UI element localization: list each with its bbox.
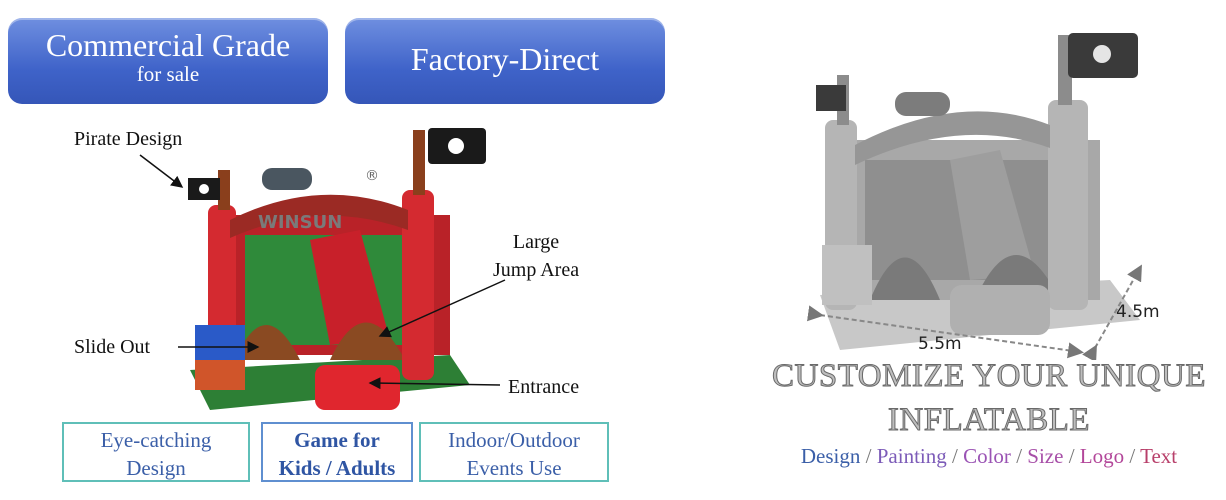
feature-line1: Indoor/Outdoor <box>448 428 580 452</box>
feature-line1: Eye-catching <box>100 428 212 452</box>
pirate-design-label: Pirate Design <box>74 128 183 150</box>
option-design: Design <box>800 444 861 468</box>
separator: / <box>1129 444 1136 468</box>
option-logo: Logo <box>1079 444 1125 468</box>
badge-main-text: Commercial Grade <box>45 27 291 63</box>
customize-options: Design / Painting / Color / Size / Logo … <box>760 444 1218 469</box>
separator: / <box>865 444 872 468</box>
separator: / <box>952 444 958 468</box>
feature-eye-catching: Eye-catching Design <box>62 422 250 482</box>
feature-line2: Kids / Adults <box>278 456 396 480</box>
commercial-grade-badge: Commercial Grade for sale <box>8 18 328 104</box>
customizable-bouncer-image <box>816 33 1140 350</box>
separator: / <box>1068 444 1075 468</box>
headline-line2: INFLATABLE <box>887 402 1091 439</box>
large-line1: Large <box>512 231 560 253</box>
feature-line1: Game for <box>294 428 380 452</box>
option-color: Color <box>963 444 1011 468</box>
brand-logo: WINSUN <box>258 212 342 233</box>
factory-direct-badge: Factory-Direct <box>345 18 665 104</box>
option-painting: Painting <box>876 444 947 468</box>
option-size: Size <box>1027 444 1064 468</box>
feature-line2: Events Use <box>466 456 562 480</box>
length-dimension: 5.5m <box>918 334 962 354</box>
dimension-lines <box>806 264 1142 360</box>
feature-game-kids-adults: Game for Kids / Adults <box>261 422 413 482</box>
slide-out-label: Slide Out <box>74 336 151 358</box>
entrance-label: Entrance <box>508 376 580 398</box>
headline-line1: CUSTOMIZE YOUR UNIQUE <box>772 358 1207 395</box>
feature-indoor-outdoor: Indoor/Outdoor Events Use <box>419 422 609 482</box>
large-jump-area-label: Large Jump Area <box>493 228 579 284</box>
large-line2: Jump Area <box>493 259 580 281</box>
callout-arrows <box>139 154 506 390</box>
badge-main-text: Factory-Direct <box>410 41 600 77</box>
width-dimension: 4.5m <box>1116 302 1160 322</box>
badge-sub-text: for sale <box>136 62 200 86</box>
registered-mark: ® <box>365 168 379 184</box>
option-text: Text <box>1140 444 1178 468</box>
separator: / <box>1016 444 1023 468</box>
feature-line2: Design <box>126 456 186 480</box>
